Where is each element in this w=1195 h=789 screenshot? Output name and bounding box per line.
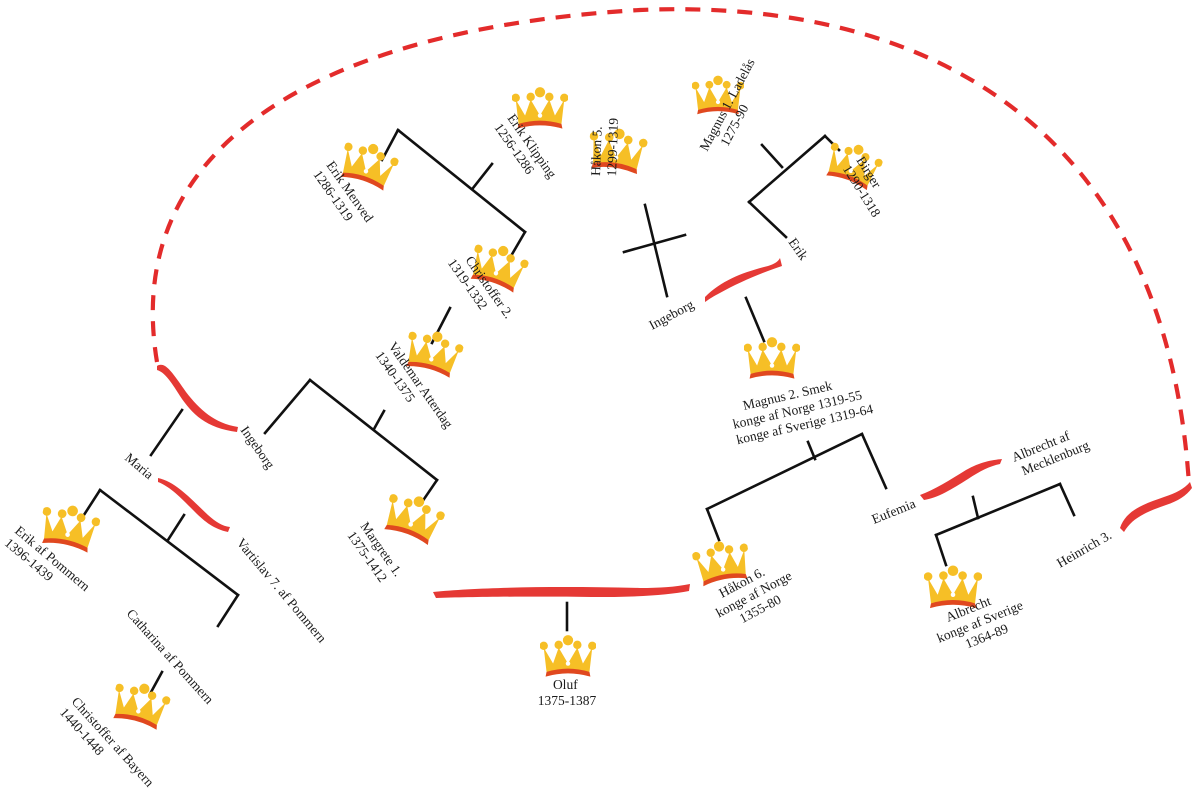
person-eufemia: Eufemia (870, 496, 918, 527)
marriage-link (433, 584, 690, 598)
crown-icon (378, 486, 449, 548)
person-birger: Birger 1290-1318 (840, 154, 897, 220)
labels: Erik Klipping 1256-1286 Erik Menved 1286… (2, 56, 1114, 789)
person-haakon-5: Håkon 5. 1299-1319 (588, 117, 621, 177)
crown-icon (540, 635, 596, 677)
marriage-link (158, 478, 230, 532)
marriage-link (920, 459, 1002, 500)
person-magnus-2: Magnus 2. Smek konge af Norge 1319-55 ko… (728, 370, 875, 447)
person-erik-se: Erik (786, 235, 812, 263)
dashed-relation-arc (150, 7, 1192, 485)
person-heinrich-3: Heinrich 3. (1054, 527, 1114, 570)
marriage-link (157, 364, 238, 432)
person-ingeborg-dk: Ingeborg (238, 423, 278, 472)
marriage-link (1120, 482, 1192, 532)
person-vartislav-7: Vartislav 7. af Pommern (234, 535, 330, 645)
crown-icon (744, 337, 800, 379)
person-oluf: Oluf 1375-1387 (538, 677, 597, 708)
person-albrecht-mecklenburg: Albrecht af Mecklenburg (1010, 422, 1092, 479)
person-haakon-6: Håkon 6. konge af Norge 1355-80 (706, 552, 805, 634)
descent-lines (80, 128, 1076, 696)
crown-icon (107, 676, 173, 732)
marriage-link (705, 258, 782, 302)
person-ingeborg-no: Ingeborg (646, 297, 696, 333)
marriage-connectors (157, 258, 1192, 598)
